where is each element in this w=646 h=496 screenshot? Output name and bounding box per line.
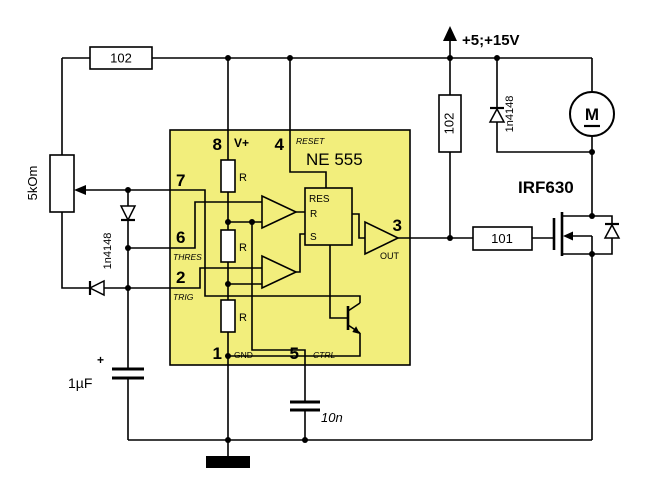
pin8-number: 8 xyxy=(213,135,222,154)
polarity-mark: + xyxy=(97,353,104,367)
resistor-body xyxy=(438,94,462,153)
pin3-label: OUT xyxy=(380,251,400,261)
gate-resistor-101: 101 xyxy=(472,226,533,251)
mosfet-irf630: IRF630 xyxy=(518,178,621,256)
comparator-icon xyxy=(261,194,298,230)
diode-value: 1n4148 xyxy=(504,96,516,133)
ic-internals: R R R RES R S NE 555 xyxy=(220,150,400,334)
circuit-wires xyxy=(61,40,613,456)
resistor-value: 102 xyxy=(110,51,132,66)
internal-resistor-label: R xyxy=(239,172,247,184)
pin8-label: V+ xyxy=(234,136,249,150)
diode-icon xyxy=(88,279,105,297)
pullup-resistor-102: 102 xyxy=(438,94,462,153)
comparator-icon xyxy=(261,254,298,290)
junction-dots xyxy=(125,55,595,443)
capacitor-value: 1µF xyxy=(68,375,92,391)
flipflop-body xyxy=(304,187,353,246)
pin3-number: 3 xyxy=(393,216,402,235)
resistor-body xyxy=(89,46,153,70)
steering-diodes: 1n4148 xyxy=(88,205,137,297)
flyback-diode: 1n4148 xyxy=(488,96,516,133)
resistor-value: 102 xyxy=(441,113,456,135)
internal-resistor-body xyxy=(220,299,236,333)
ic-pins: 8 V+ 4 RESET 7 6 THRES 2 TRIG 1 GND 5 CT… xyxy=(173,135,402,363)
potentiometer-value: 5kOm xyxy=(25,166,40,201)
capacitor-value: 10n xyxy=(321,410,343,425)
pin2-label: TRIG xyxy=(173,292,194,302)
internal-resistor-body xyxy=(220,159,236,193)
resistor-body xyxy=(472,226,533,251)
potentiometer: 5kOm xyxy=(25,154,86,213)
pin1-label: GND xyxy=(234,350,253,360)
diode-value: 1n4148 xyxy=(102,233,114,270)
diode-icon xyxy=(119,205,137,222)
ic-name: NE 555 xyxy=(306,150,363,169)
power-label: +5;+15V xyxy=(462,32,520,49)
timing-capacitor: + 1µF xyxy=(68,353,144,391)
flipflop-reset-label: RES xyxy=(309,194,330,205)
pin5-label: CTRL xyxy=(313,350,335,360)
control-capacitor: 10n xyxy=(290,400,343,425)
diode-icon xyxy=(488,107,506,123)
pin6-number: 6 xyxy=(176,228,185,247)
ground-symbol xyxy=(206,456,250,468)
pin1-number: 1 xyxy=(213,344,222,363)
internal-resistor-body xyxy=(220,229,236,263)
mosfet-label: IRF630 xyxy=(518,178,574,197)
pin6-label: THRES xyxy=(173,252,202,262)
pin2-number: 2 xyxy=(176,268,185,287)
internal-resistor-label: R xyxy=(239,312,247,324)
flipflop-s-label: S xyxy=(310,232,317,243)
pin5-number: 5 xyxy=(290,344,299,363)
body-diode-icon xyxy=(603,223,621,239)
motor: M xyxy=(569,91,615,137)
potentiometer-body xyxy=(49,154,75,213)
pin4-number: 4 xyxy=(275,135,285,154)
internal-resistor-label: R xyxy=(239,242,247,254)
transistor-arrow-icon xyxy=(352,326,360,334)
resistor-value: 101 xyxy=(491,231,513,246)
pin4-label: RESET xyxy=(296,136,325,146)
output-buffer-icon xyxy=(364,220,400,256)
motor-label: M xyxy=(585,105,599,124)
ground-bar xyxy=(206,456,250,468)
mosfet-arrow-icon xyxy=(563,231,573,241)
flipflop-r-label: R xyxy=(310,209,317,220)
series-resistor-102: 102 xyxy=(89,46,153,70)
pin7-number: 7 xyxy=(176,171,185,190)
motor-body xyxy=(569,91,615,137)
power-arrow-icon xyxy=(443,26,457,41)
power-supply: +5;+15V xyxy=(443,26,520,49)
wiper-arrow-icon xyxy=(74,185,86,195)
